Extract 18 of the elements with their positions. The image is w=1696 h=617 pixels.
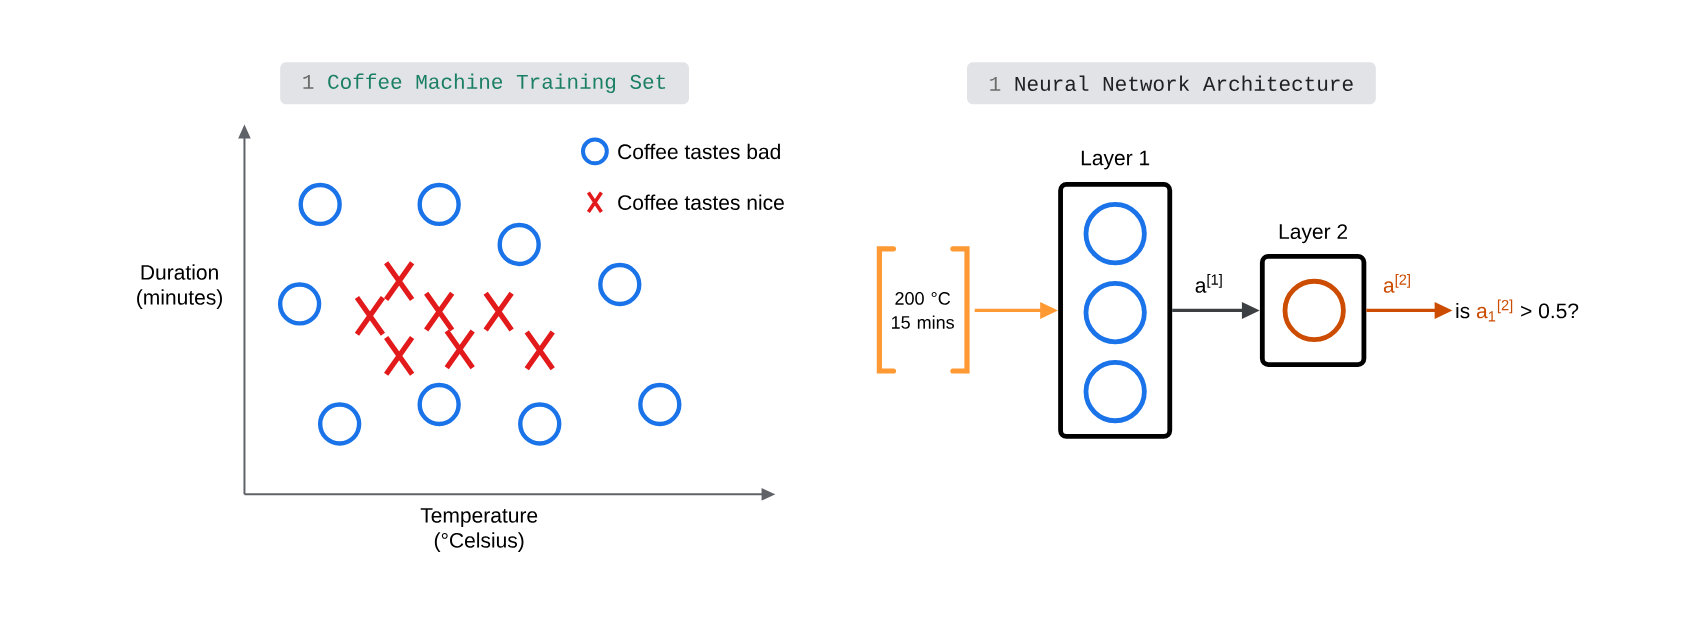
- axis-label: Temperature (°Celsius): [420, 508, 538, 553]
- code-header: 1 Coffee Machine Training Set: [280, 62, 689, 105]
- edge-label: a$^{[2]}$: [1383, 274, 1410, 294]
- legend-label: Coffee tastes bad: [618, 143, 780, 160]
- edge-label: a$^{[1]}$: [1195, 274, 1222, 294]
- neuron-circle: [1083, 202, 1147, 266]
- node-label: Layer 2: [1279, 224, 1348, 244]
- layer-box: Layer 2: [1259, 224, 1367, 368]
- neuron-circle: [1282, 279, 1346, 343]
- code-header: 1 Neural Network Architecture: [967, 62, 1376, 105]
- input-vector: 200 °C 15 mins: [876, 246, 970, 374]
- layer-box: Layer 1: [1058, 150, 1173, 440]
- output-question: is a$_{1}$[2] > 0.5?: [1456, 299, 1579, 322]
- axis-label: Duration (minutes): [137, 264, 222, 310]
- neuron-circle: [1083, 281, 1147, 345]
- legend-label: Coffee tastes nice: [618, 194, 784, 211]
- neuron-circle: [1083, 360, 1147, 424]
- node-label: Layer 1: [1081, 150, 1150, 170]
